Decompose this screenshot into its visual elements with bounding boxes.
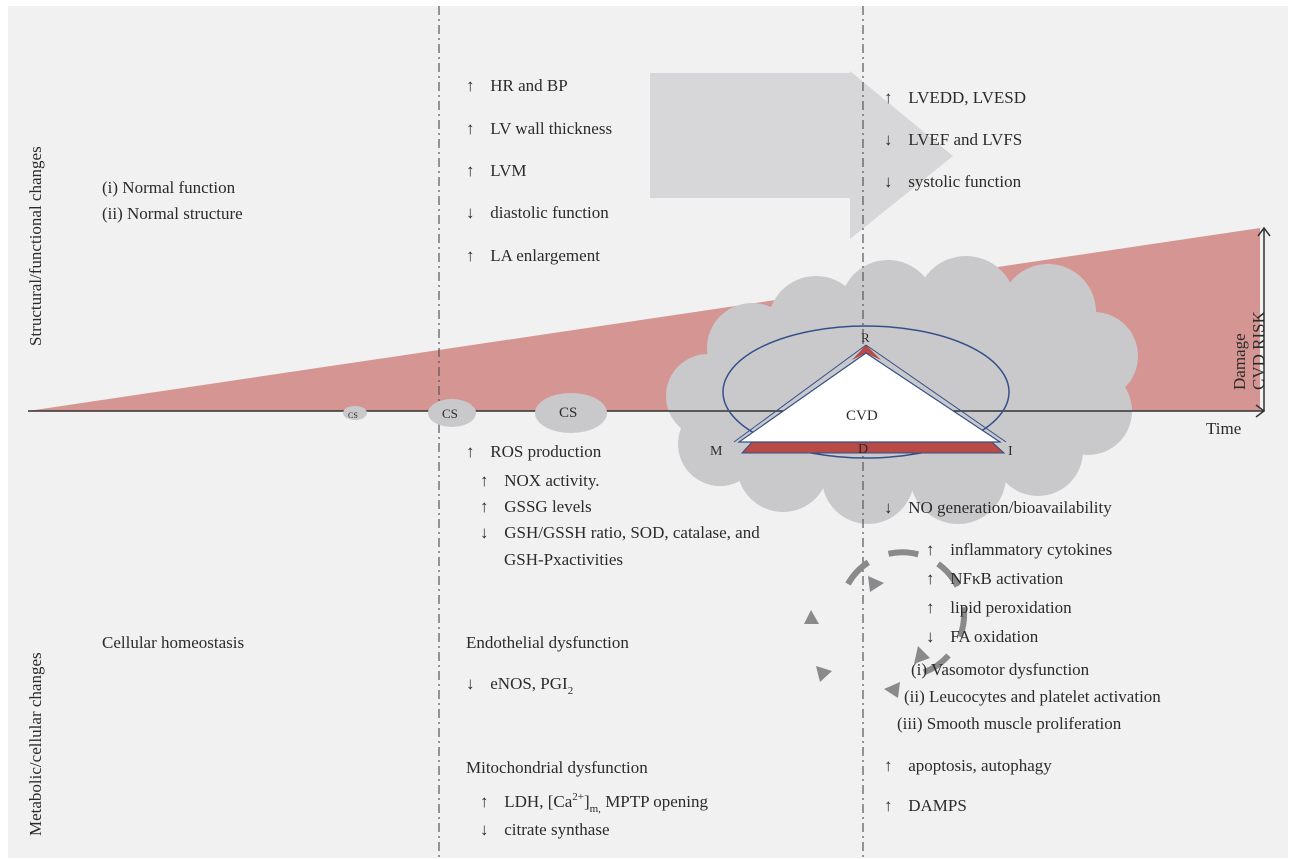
cs-label-large: CS <box>559 405 578 421</box>
mito-item-1: ↑ LDH, [Ca2+]m, MPTP opening <box>480 791 708 815</box>
stage2-struct-5: ↑ LA enlargement <box>466 246 600 265</box>
cs-ellipse-large <box>535 393 607 433</box>
diagram-graphics <box>28 6 1271 858</box>
triangle-right-label: I <box>1008 444 1013 459</box>
no-generation: ↓ NO generation/bioavailability <box>884 498 1112 517</box>
endothelial-header: Endothelial dysfunction <box>466 633 629 652</box>
late-item-2: ↑ DAMPS <box>884 796 967 815</box>
cycle-arrowhead-5 <box>804 610 819 624</box>
cycle-arrows <box>845 549 968 679</box>
damage-label: Damage <box>1230 333 1249 390</box>
cvd-triangle <box>737 352 1002 443</box>
triangle-bottom-label: D <box>858 442 869 457</box>
cs-ellipse-medium <box>428 399 476 427</box>
late-item-1: ↑ apoptosis, autophagy <box>884 756 1052 775</box>
mito-header: Mitochondrial dysfunction <box>466 758 648 777</box>
ros-header: ↑ ROS production <box>466 442 602 461</box>
triangle-left-label: M <box>710 444 723 459</box>
cycle-item-4: ↓ FA oxidation <box>926 627 1039 646</box>
normal-structure: (ii) Normal structure <box>102 204 243 223</box>
stage3-struct-3: ↓ systolic function <box>884 172 1022 191</box>
ros-item-2: ↑ GSSG levels <box>480 497 592 516</box>
stage3-struct-2: ↓ LVEF and LVFS <box>884 130 1023 149</box>
stage2-struct-1: ↑ HR and BP <box>466 76 568 95</box>
roman-item-3: (iii) Smooth muscle proliferation <box>897 714 1122 733</box>
cycle-arrowhead-4 <box>816 666 832 682</box>
progression-arrow <box>650 71 953 239</box>
stage2-struct-4: ↓ diastolic function <box>466 203 609 222</box>
cs-label-medium: CS <box>442 406 458 421</box>
normal-function: (i) Normal function <box>102 178 236 197</box>
cvd-risk-label: CVD RISK <box>1249 311 1268 390</box>
roman-item-1: (i) Vasomotor dysfunction <box>911 660 1090 679</box>
endothelial-item: ↓ eNOS, PGI2 <box>466 674 574 697</box>
metabolic-changes-label: Metabolic/cellular changes <box>26 652 45 836</box>
stage3-struct-1: ↑ LVEDD, LVESD <box>884 88 1027 107</box>
triangle-center-label: CVD <box>846 408 878 424</box>
mito-item-2: ↓ citrate synthase <box>480 820 610 839</box>
cycle-arrowhead-1 <box>868 576 884 592</box>
cycle-item-3: ↑ lipid peroxidation <box>926 598 1072 617</box>
cycle-arrowhead-2 <box>914 646 930 664</box>
risk-axis-arrowhead <box>1257 226 1271 237</box>
cycle-arrowhead-3 <box>884 682 900 698</box>
diagram-panel: Structural/functional changes Metabolic/… <box>8 6 1288 858</box>
stage2-struct-3: ↑ LVM <box>466 161 527 180</box>
stage2-struct-2: ↑ LV wall thickness <box>466 119 613 138</box>
ros-item-1: ↑ NOX activity. <box>480 471 600 490</box>
ros-item-3-cont: GSH-Pxactivities <box>504 550 623 569</box>
structural-changes-label: Structural/functional changes <box>26 146 45 346</box>
cellular-homeostasis: Cellular homeostasis <box>102 633 245 652</box>
cycle-item-1: ↑ inflammatory cytokines <box>926 540 1113 559</box>
cs-ellipse-small <box>343 406 367 420</box>
cs-label-small: CS <box>348 411 358 420</box>
cvd-ellipse <box>722 325 1010 459</box>
ros-item-3: ↓ GSH/GSSH ratio, SOD, catalase, and <box>480 523 760 542</box>
triangle-red-top <box>852 345 881 360</box>
roman-item-2: (ii) Leucocytes and platelet activation <box>904 687 1161 706</box>
time-label: Time <box>1206 419 1242 438</box>
cycle-item-2: ↑ NFκB activation <box>926 569 1064 588</box>
triangle-top-label: R <box>861 330 870 345</box>
triangle-red-bottom <box>740 441 1006 454</box>
